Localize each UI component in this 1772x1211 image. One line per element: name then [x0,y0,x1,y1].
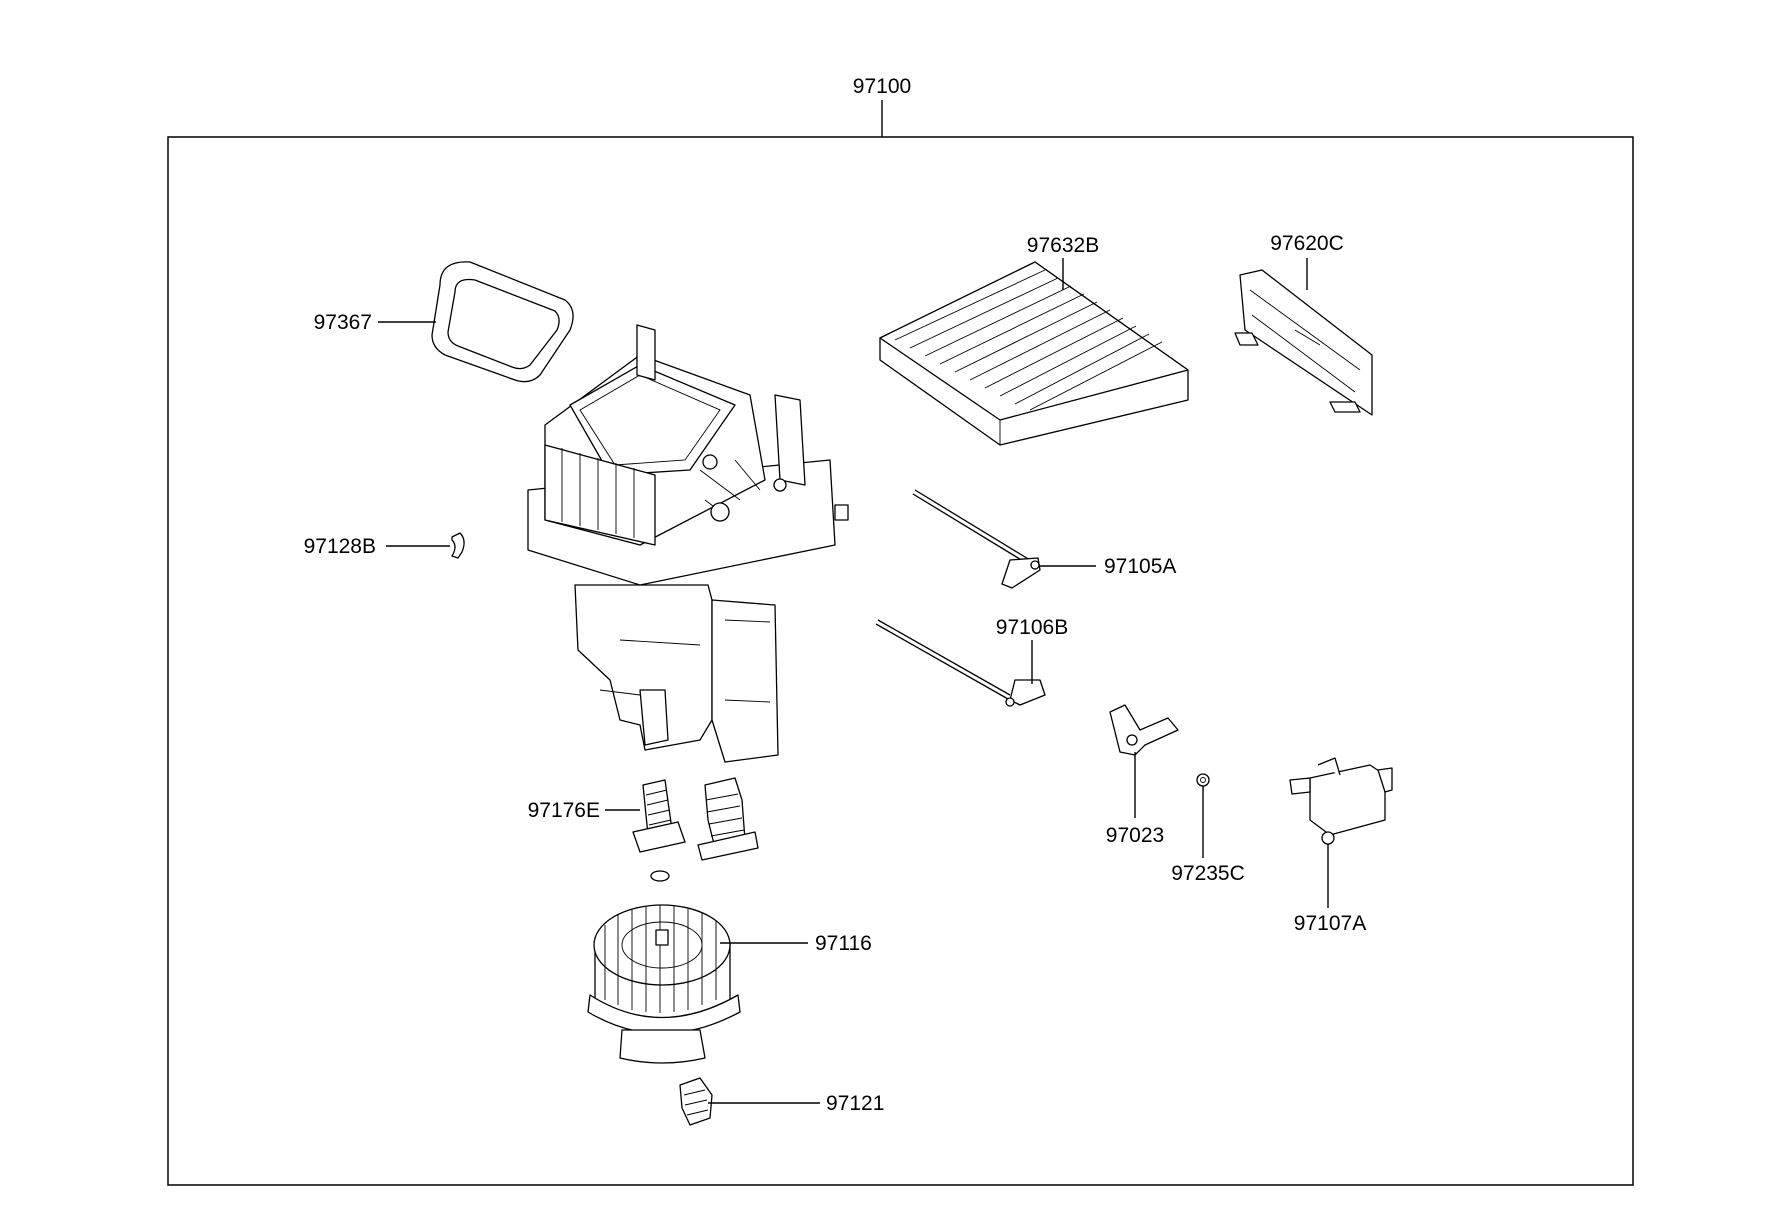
assembly-frame [167,136,1634,1186]
grommet-label[interactable]: 97235C [1171,862,1245,885]
air-seal-part [431,261,574,383]
resistor-label[interactable]: 97176E [528,799,600,822]
blower-motor-part [587,904,741,1064]
link-rod-b-part [875,619,1046,707]
lever-part [1109,704,1179,756]
link-rod-a-part [912,489,1041,589]
actuator-part [1289,757,1393,845]
clip-label[interactable]: 97128B [304,535,376,558]
lever-label[interactable]: 97023 [1106,824,1164,847]
o-ring-part [650,870,670,882]
link-rod-a-label[interactable]: 97105A [1104,555,1176,578]
blower-motor-label[interactable]: 97116 [815,932,872,955]
air-filter-part [879,261,1189,446]
actuator-label[interactable]: 97107A [1294,912,1366,935]
resistor-part [632,779,686,853]
link-rod-b-label[interactable]: 97106B [996,616,1068,639]
assembly-label[interactable]: 97100 [853,75,911,98]
blower-housing [527,324,849,763]
filter-cover-label[interactable]: 97620C [1270,232,1344,255]
grommet-part [1196,773,1210,787]
air-filter-label[interactable]: 97632B [1027,234,1099,257]
motor-screw-part [679,1077,713,1126]
motor-screw-label[interactable]: 97121 [826,1092,884,1115]
air-seal-label[interactable]: 97367 [314,311,372,334]
clip-part [451,532,465,559]
resistor-housing-part [697,777,759,861]
filter-cover-part [1234,269,1373,416]
